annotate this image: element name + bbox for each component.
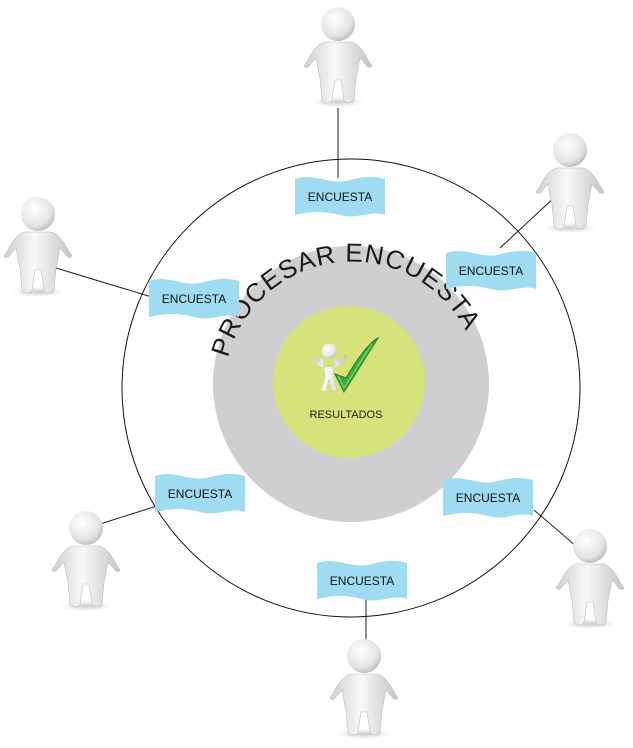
connector-lower-left (99, 504, 161, 525)
connector-lower-right (533, 509, 577, 547)
flag-bottom-label: ENCUESTA (330, 574, 394, 588)
person-upper-right (535, 132, 605, 234)
flag-lower-left: ENCUESTA (155, 473, 245, 514)
flag-top: ENCUESTA (295, 176, 385, 217)
flag-lower-left-label: ENCUESTA (168, 487, 232, 501)
person-lower-right (555, 528, 625, 630)
flag-upper-right-label: ENCUESTA (459, 264, 523, 278)
person-figure-icon (303, 6, 373, 108)
person-lower-left (51, 510, 121, 612)
person-figure-icon (51, 510, 121, 612)
person-figure-icon (3, 196, 73, 298)
person-bottom (329, 638, 399, 740)
person-figure-icon (329, 638, 399, 740)
person-figure-icon (535, 132, 605, 234)
person-upper-left (3, 196, 73, 298)
flag-lower-right: ENCUESTA (443, 477, 533, 518)
flag-top-label: ENCUESTA (308, 190, 372, 204)
flag-upper-left-label: ENCUESTA (162, 292, 226, 306)
flag-lower-right-label: ENCUESTA (456, 491, 520, 505)
person-figure-icon (555, 528, 625, 630)
flag-upper-right: ENCUESTA (446, 250, 536, 291)
checkmark-with-person-icon (310, 336, 380, 394)
connector-upper-right (499, 195, 557, 249)
flag-upper-left: ENCUESTA (149, 278, 239, 319)
connector-upper-left (55, 267, 156, 299)
results-label: RESULTADOS (310, 409, 383, 421)
person-top (303, 6, 373, 108)
outer-ring (121, 158, 581, 618)
flag-bottom: ENCUESTA (317, 560, 407, 601)
